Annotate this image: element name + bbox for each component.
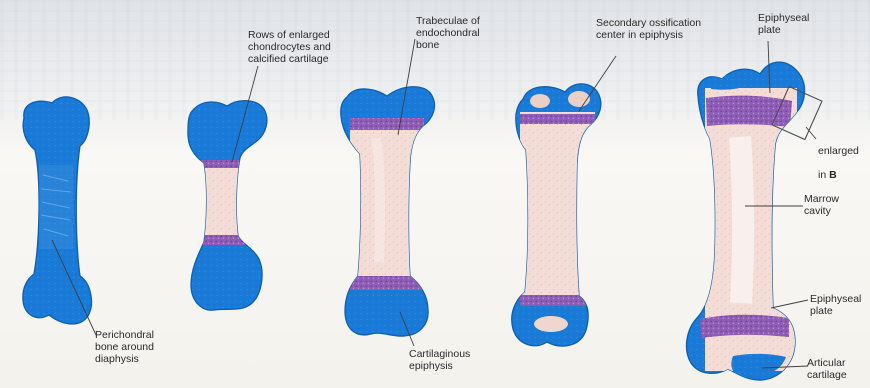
label-perichondral-bone: Perichondral bone around diaphysis	[95, 329, 154, 365]
bone-stage-1	[23, 97, 92, 324]
label-enlarged-in: in	[818, 169, 829, 181]
label-enlarged: enlarged in B	[818, 133, 859, 181]
label-rows: Rows of enlarged chondrocytes and calcif…	[248, 29, 331, 65]
label-articular-cartilage: Articular cartilage	[807, 357, 847, 381]
bone-stage-4	[512, 84, 601, 346]
bone-stage-3	[341, 87, 435, 336]
label-enlarged-line1: enlarged	[818, 145, 859, 157]
label-cartilaginous-epiphysis: Cartilaginous epiphysis	[409, 348, 470, 372]
label-epiphyseal-plate-top: Epiphyseal plate	[758, 12, 809, 36]
label-trabeculae: Trabeculae of endochondral bone	[416, 15, 480, 51]
bone-stage-5	[686, 62, 822, 380]
bone-stage-2	[188, 101, 267, 311]
label-marrow-cavity: Marrow cavity	[804, 193, 839, 217]
label-epiphyseal-plate-bottom: Epiphyseal plate	[810, 293, 861, 317]
label-enlarged-b: B	[829, 169, 837, 181]
label-secondary-ossification: Secondary ossification center in epiphys…	[596, 17, 701, 41]
